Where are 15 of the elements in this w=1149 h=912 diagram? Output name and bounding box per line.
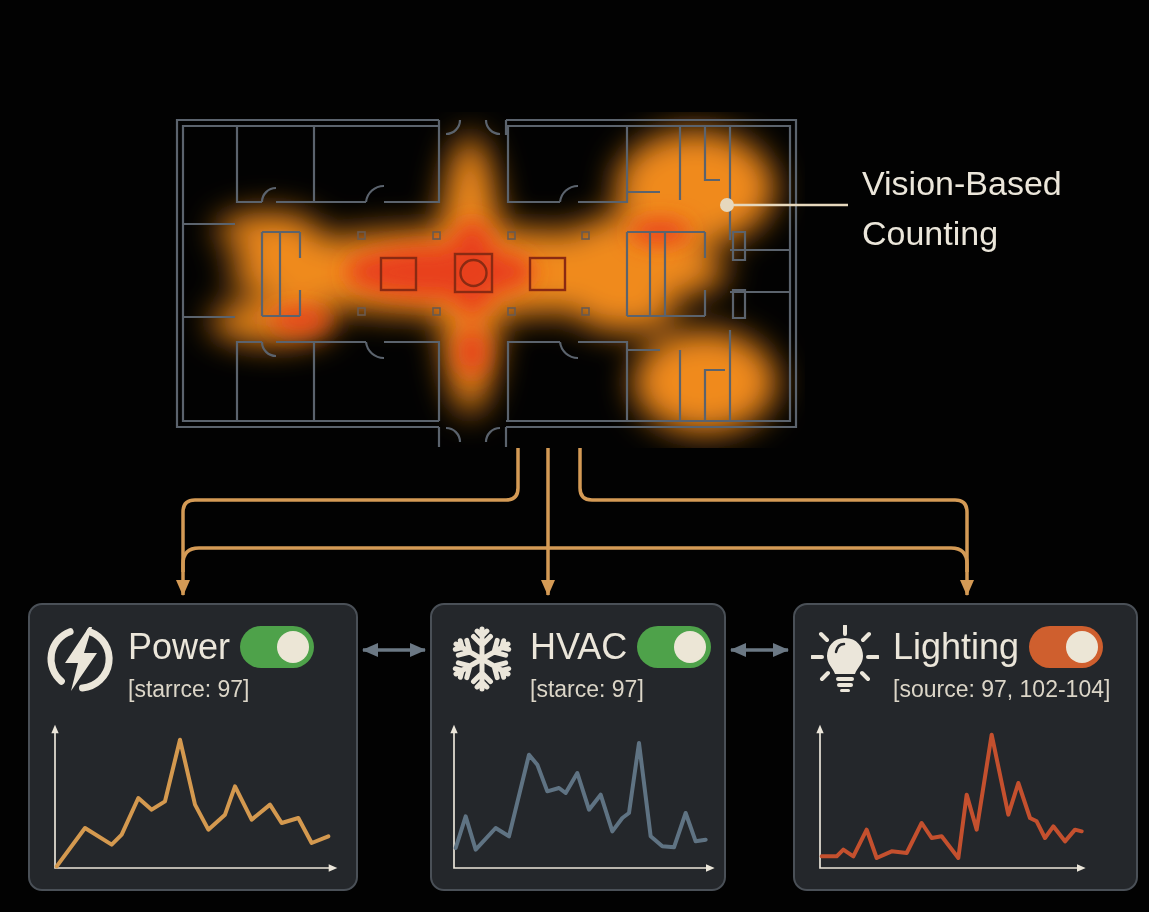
card-title: Power bbox=[128, 625, 231, 669]
source-note: [starce: 97] bbox=[530, 675, 645, 703]
card-title: Lighting bbox=[893, 625, 1020, 669]
device-card bbox=[430, 603, 726, 891]
source-note: [starrce: 97] bbox=[128, 675, 251, 703]
arrow bbox=[541, 448, 555, 596]
source-note: [source: 97, 102-104] bbox=[893, 675, 1111, 703]
card-title: HVAC bbox=[530, 625, 628, 669]
device-card bbox=[28, 603, 358, 891]
device-card bbox=[793, 603, 1138, 891]
callout-label: Vision-Based Counting bbox=[848, 158, 1088, 258]
double-arrow bbox=[362, 643, 426, 657]
double-arrow bbox=[730, 643, 789, 657]
arrow bbox=[578, 448, 974, 596]
arrow bbox=[176, 448, 520, 596]
